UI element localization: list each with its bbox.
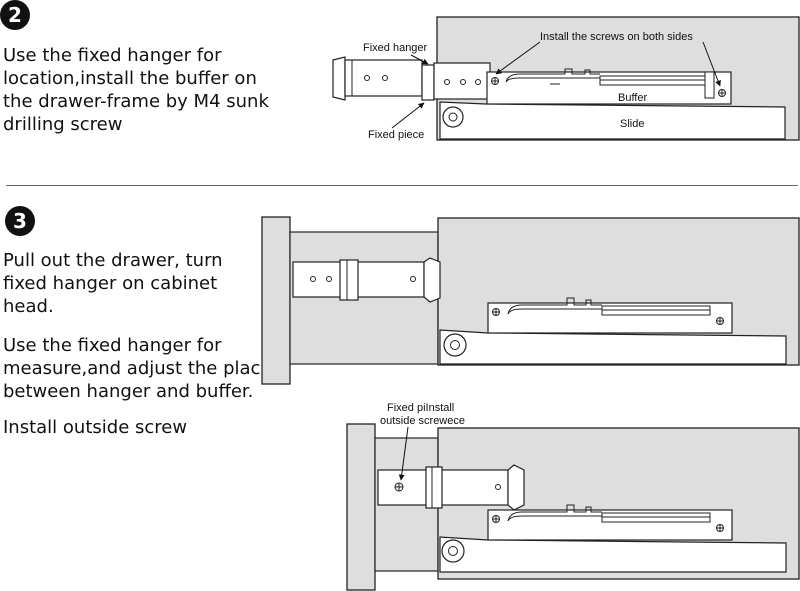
step-3-paragraph-2: Use the fixed hanger for measure,and adj…	[3, 334, 272, 403]
buffer	[487, 297, 733, 334]
diagram-step-3-measure	[261, 216, 800, 385]
step-3-line: between hanger and buffer.	[3, 381, 254, 402]
label-buffer: Buffer	[618, 92, 647, 104]
slide	[439, 101, 786, 140]
drawer-front	[346, 423, 376, 591]
step-3-line: head.	[3, 296, 54, 317]
step-3-paragraph-3: Install outside screw	[3, 417, 188, 438]
fixed-hanger	[332, 56, 435, 101]
fixed-hanger	[377, 464, 525, 511]
step-3-line: Use the fixed hanger for	[3, 335, 222, 356]
step-2-line: location,install the buffer on	[3, 68, 257, 89]
label-install-screws: Install the screws on both sides	[540, 31, 693, 43]
slide	[439, 329, 787, 365]
slide	[439, 536, 787, 573]
section-divider	[6, 185, 798, 186]
step-2-line: the drawer-frame by M4 sunk	[3, 91, 269, 112]
step-3-line: measure,and adjust the place	[3, 358, 272, 379]
fixed-piece	[433, 62, 491, 100]
label-fixed-hanger: Fixed hanger	[363, 42, 428, 54]
label-callout-line-2: outside screwece	[380, 415, 465, 427]
step-3-line: fixed hanger on cabinet	[3, 273, 218, 294]
step-3-paragraph-1: Pull out the drawer, turn fixed hanger o…	[3, 249, 223, 318]
drawer-front	[261, 216, 291, 385]
label-callout-line-1: Fixed piInstall	[387, 402, 454, 414]
step-3-line: Pull out the drawer, turn	[3, 250, 223, 271]
diagram-step-2: Fixed hanger Install the screws on both …	[332, 16, 800, 141]
fixed-hanger	[292, 257, 441, 303]
drawer-side	[289, 231, 439, 365]
step-2-line: Use the fixed hanger for	[3, 45, 222, 66]
label-slide: Slide	[620, 118, 644, 130]
step-2-instructions: Use the fixed hanger for location,instal…	[3, 44, 269, 136]
step-2-badge: 2	[0, 0, 30, 30]
buffer	[486, 68, 732, 105]
buffer	[487, 504, 733, 541]
step-3-badge: 3	[5, 206, 35, 236]
diagram-step-3-screw: Fixed piInstall outside screwece	[346, 402, 800, 591]
label-fixed-piece: Fixed piece	[368, 129, 424, 141]
step-2-line: drilling screw	[3, 114, 123, 135]
